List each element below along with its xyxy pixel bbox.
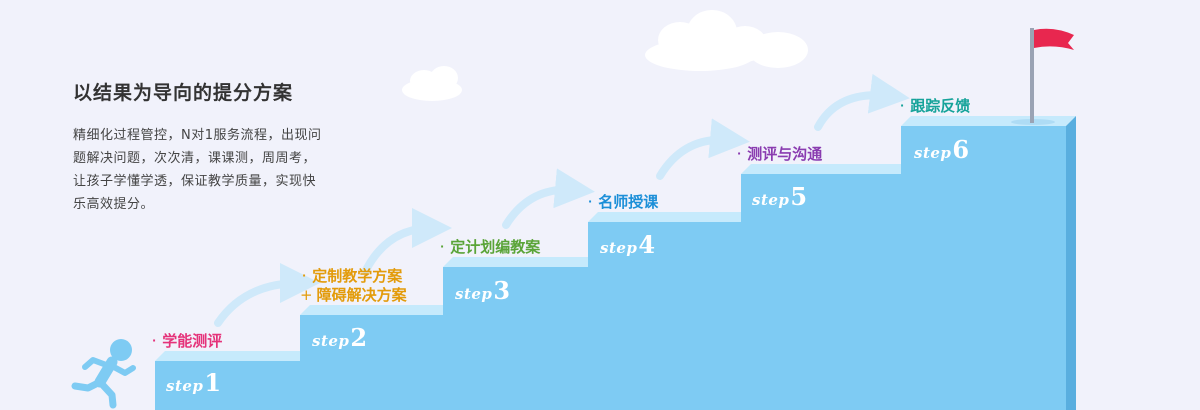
step-2-title-line2: +障碍解决方案 [300,286,407,305]
step-title-text: 定计划编教案 [450,238,541,256]
cloud-icon [645,10,808,71]
title-dot: · [302,269,307,282]
step-title-text: 定制教学方案 [312,267,403,285]
step-number: 1 [204,368,222,397]
stair-top-3 [443,257,598,267]
step-word: step [312,332,350,350]
title-dot: · [152,334,157,347]
step-word: step [752,191,790,209]
title-dot: · [737,147,742,160]
runner-icon [71,339,136,409]
title-dot: · [440,240,445,253]
stair-top-5 [741,164,911,174]
step-5-title: · 测评与沟通 [737,144,822,164]
stair-block-3 [443,267,588,410]
flag-icon [1011,28,1074,125]
step-6-title: · 跟踪反馈 [900,96,970,116]
curved-arrow-icon [214,73,910,327]
step-5-label: step5 [752,182,808,211]
stair-top-2 [300,305,453,315]
stair-block-2 [300,315,443,410]
cloud-icon [402,66,462,101]
step-number: 6 [952,135,970,164]
stair-top-4 [588,212,751,222]
step-number: 4 [638,230,656,259]
step-word: step [600,239,638,257]
stair-block-5 [741,174,901,410]
step-title-text: 障碍解决方案 [316,286,407,304]
step-6-label: step6 [914,135,970,164]
stair-block-6 [901,126,1066,410]
plus-sign: + [300,286,313,304]
description-text: 精细化过程管控，N对1服务流程，出现问题解决问题，次次清，课课测，周周考，让孩子… [73,128,322,212]
step-2-label: step2 [312,323,368,352]
step-word: step [166,377,204,395]
stair-block-4 [588,222,741,410]
title-dot: · [588,195,593,208]
step-3-label: step3 [455,276,511,305]
stair-block-1 [155,361,300,410]
stair-top-1 [155,351,310,361]
stair-side [1066,116,1076,410]
step-word: step [914,144,952,162]
step-2-title: · 定制教学方案 [302,266,402,286]
step-title-text: 学能测评 [162,332,223,350]
step-1-title: · 学能测评 [152,331,222,351]
step-number: 3 [493,276,511,305]
title-dot: · [900,99,905,112]
step-title-text: 跟踪反馈 [910,97,971,115]
step-3-title: · 定计划编教案 [440,237,540,257]
step-1-label: step1 [166,368,222,397]
step-title-text: 测评与沟通 [747,145,823,163]
page-heading: 以结果为导向的提分方案 [73,82,294,104]
step-4-title: · 名师授课 [588,192,658,212]
step-title-text: 名师授课 [598,193,659,211]
step-4-label: step4 [600,230,656,259]
step-word: step [455,285,493,303]
step-number: 2 [350,323,368,352]
step-number: 5 [790,182,808,211]
